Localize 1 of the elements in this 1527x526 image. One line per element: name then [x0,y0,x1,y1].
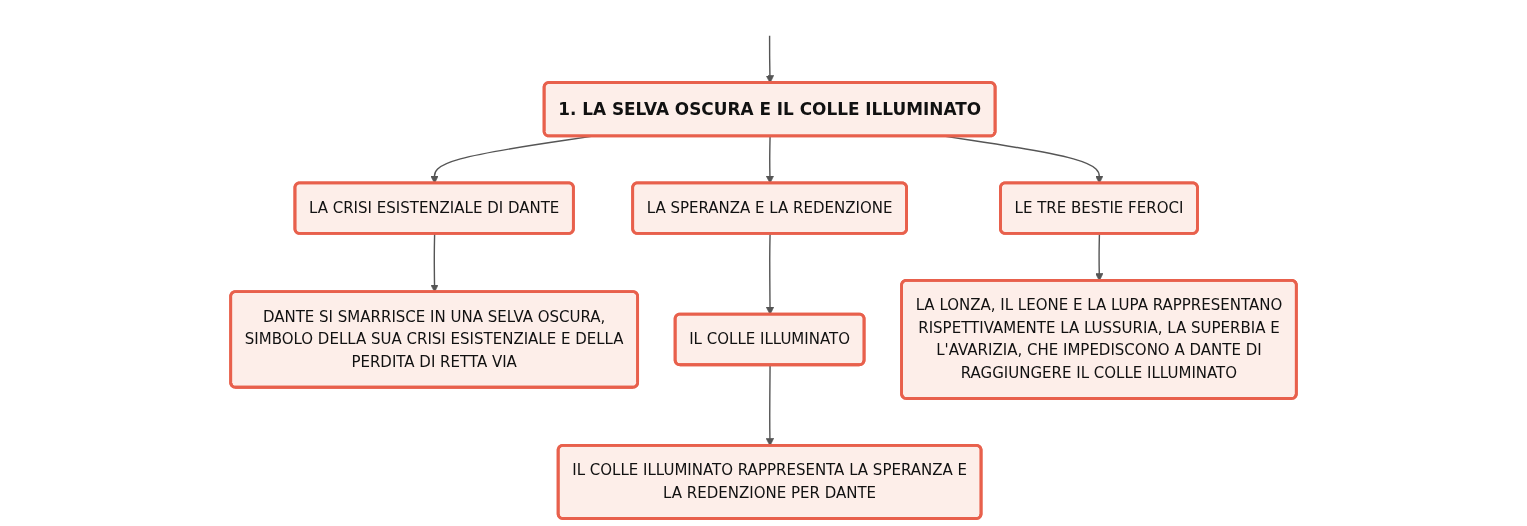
arrow [765,233,775,315]
